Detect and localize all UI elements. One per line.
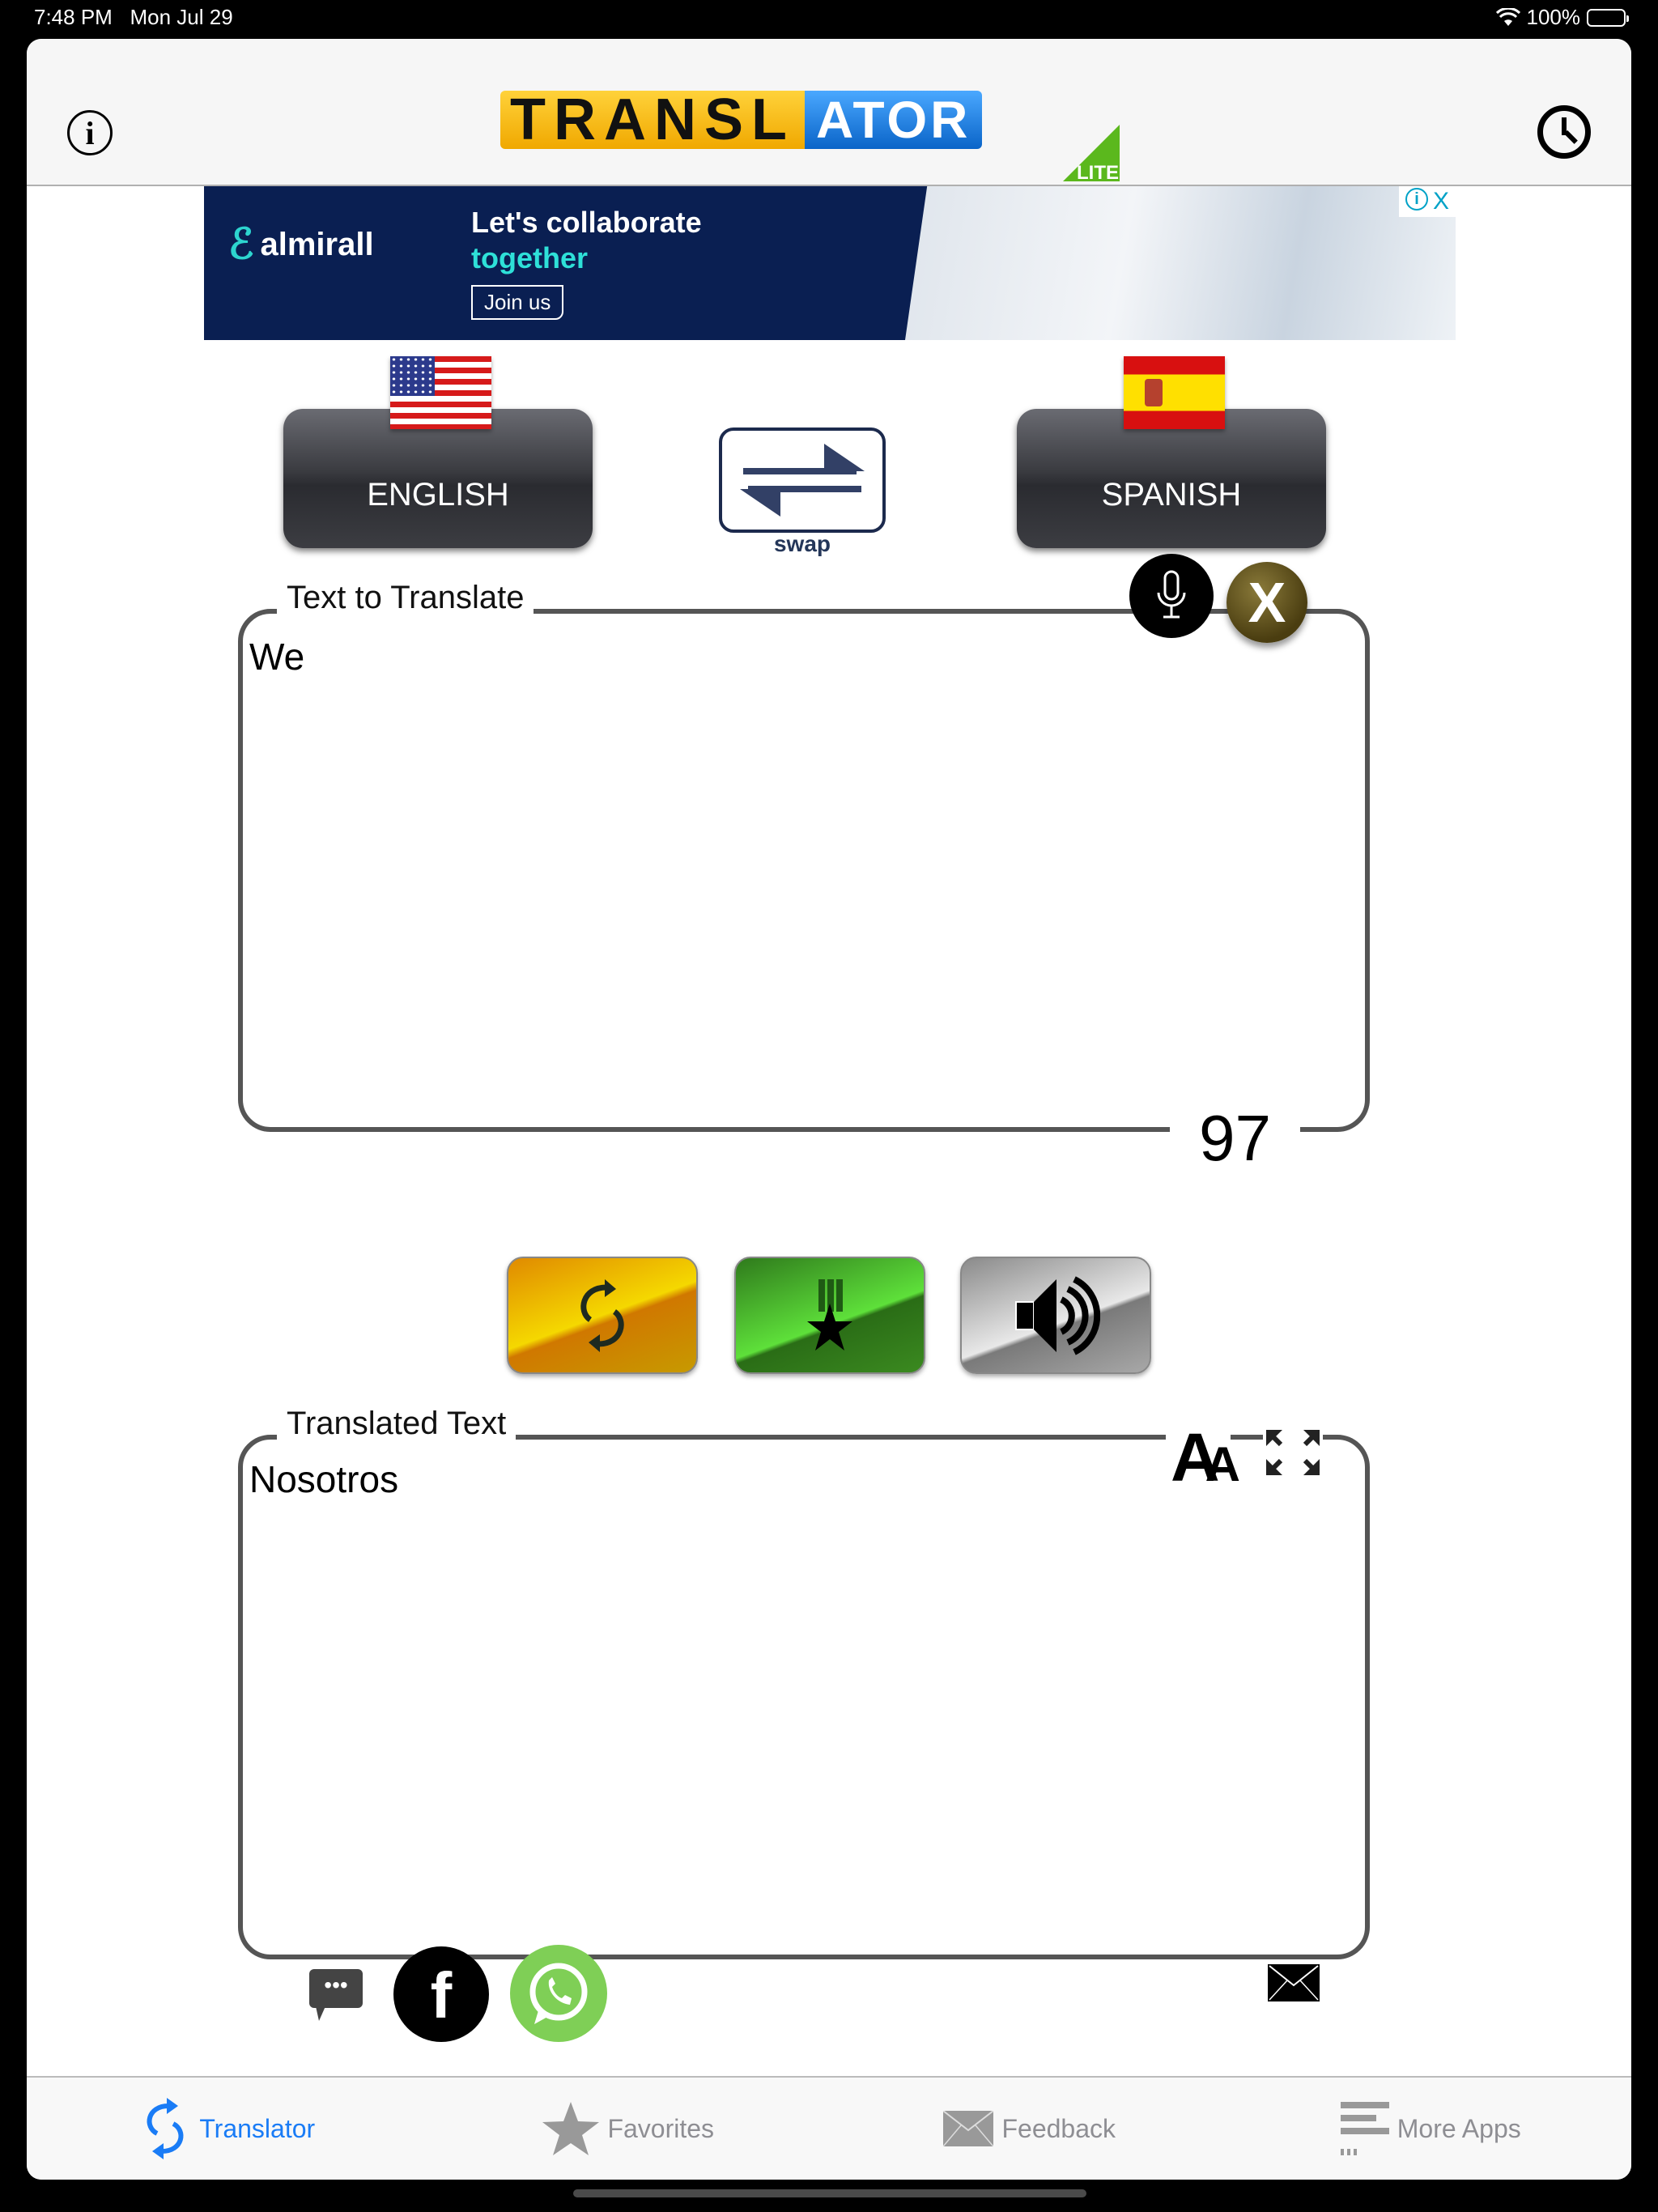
tab-favorites[interactable]: Favorites (428, 2078, 830, 2180)
tab-more-apps[interactable]: More Apps (1231, 2078, 1632, 2180)
logo-part-blue: ATOR (804, 91, 983, 149)
email-share-button[interactable] (1268, 1964, 1320, 2001)
ad-close-button[interactable]: X (1432, 188, 1449, 215)
envelope-icon (943, 2111, 994, 2146)
ad-headline-accent: together (471, 241, 588, 274)
font-size-button[interactable]: AA (1166, 1419, 1240, 1497)
almirall-logo-icon: ℰ (228, 221, 254, 268)
source-language-button[interactable]: ENGLISH (283, 409, 593, 548)
tab-feedback[interactable]: Feedback (829, 2078, 1231, 2180)
tab-label-favorites: Favorites (607, 2113, 715, 2143)
status-time: 7:48 PM Mon Jul 29 (34, 5, 233, 29)
expand-icon (1266, 1430, 1320, 1475)
speaker-icon (1015, 1275, 1100, 1355)
adchoices-info-icon[interactable]: i (1405, 188, 1428, 211)
logo-part-yellow: TRANSL (500, 91, 805, 149)
status-right: 100% (1495, 5, 1629, 30)
source-language-label: ENGLISH (367, 476, 509, 513)
swap-languages-button[interactable] (719, 428, 886, 533)
whatsapp-icon (529, 1963, 588, 2024)
facebook-share-button[interactable]: f (393, 1946, 489, 2042)
status-bar: 7:48 PM Mon Jul 29 100% (0, 0, 1658, 39)
home-indicator[interactable] (573, 2189, 1086, 2197)
spain-flag-icon (1124, 356, 1225, 429)
target-language-button[interactable]: SPANISH (1017, 409, 1326, 548)
navigation-bar: i TRANSL ATOR LITE (27, 39, 1631, 186)
microphone-button[interactable] (1129, 554, 1214, 638)
translate-button[interactable] (507, 1257, 698, 1374)
whatsapp-share-button[interactable] (510, 1945, 607, 2042)
tab-label-translator: Translator (199, 2113, 316, 2143)
tab-bar: Translator Favorites Feedback More Apps (27, 2076, 1631, 2180)
output-title: Translated Text (277, 1406, 517, 1442)
font-size-icon: A (1171, 1419, 1220, 1495)
ad-cta-button[interactable]: Join us (471, 285, 564, 320)
wifi-icon (1495, 7, 1520, 26)
translator-tab-icon (147, 2098, 184, 2159)
close-x-icon: X (1248, 571, 1286, 634)
input-title: Text to Translate (277, 580, 534, 616)
clear-text-button[interactable]: X (1226, 562, 1307, 643)
source-text-input[interactable]: We (249, 636, 305, 678)
refresh-arrows-icon (580, 1278, 624, 1352)
sms-share-button[interactable]: ••• (309, 1969, 363, 2021)
target-language-label: SPANISH (1101, 476, 1242, 513)
add-favorite-button[interactable] (734, 1257, 925, 1374)
character-counter: 97 (1170, 1101, 1300, 1176)
history-button[interactable] (1537, 105, 1591, 159)
tab-label-more-apps: More Apps (1397, 2113, 1521, 2143)
us-flag-icon (390, 356, 491, 429)
lite-badge-label: LITE (1077, 162, 1119, 184)
speak-button[interactable] (960, 1257, 1151, 1374)
microphone-icon (1157, 570, 1186, 619)
star-icon (542, 2102, 600, 2155)
tab-translator[interactable]: Translator (27, 2078, 428, 2180)
translated-text: Nosotros (249, 1458, 399, 1500)
expand-button[interactable] (1263, 1427, 1323, 1478)
ad-headline: Let's collaborate (471, 206, 702, 239)
ad-photo (905, 186, 1456, 340)
info-icon: i (85, 114, 95, 151)
ad-choices: i X (1398, 186, 1456, 217)
info-button[interactable]: i (67, 110, 113, 155)
tab-label-feedback: Feedback (1001, 2113, 1116, 2143)
facebook-icon: f (430, 1959, 453, 2031)
battery-icon (1587, 8, 1629, 27)
list-icon (1340, 2102, 1389, 2155)
envelope-icon (1269, 1965, 1319, 2001)
translated-text-box: Translated Text Nosotros (238, 1406, 1370, 1959)
medal-star-icon (807, 1278, 852, 1351)
lite-badge (1063, 125, 1120, 181)
swap-arrows-icon (740, 444, 865, 517)
battery-percent: 100% (1526, 5, 1581, 29)
app-logo: TRANSL ATOR LITE (500, 91, 1120, 184)
swap-label: swap (773, 531, 831, 556)
message-bubble-icon: ••• (324, 1972, 348, 1997)
text-to-translate-box: Text to Translate We 97 (238, 580, 1370, 1176)
